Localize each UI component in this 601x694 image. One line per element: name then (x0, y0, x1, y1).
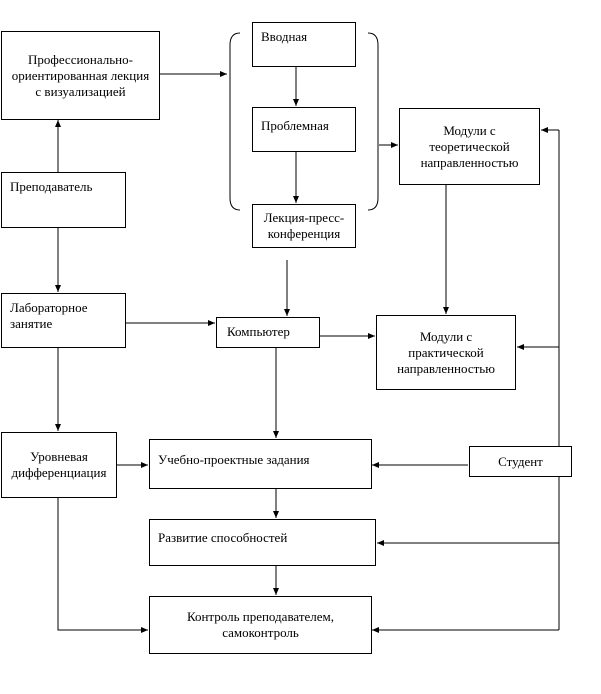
box-modules-theory: Модули с теоретической направленностью (399, 108, 540, 185)
box-lab: Лабораторное занятие (1, 293, 126, 348)
box-problemnaya: Проблемная (252, 107, 356, 152)
teacher-label: Преподаватель (10, 179, 93, 194)
control-label: Контроль преподавателем, самоконтроль (186, 609, 335, 640)
box-teacher: Преподаватель (1, 172, 126, 228)
projects-label: Учебно-проектные задания (158, 452, 310, 467)
student-label: Студент (498, 453, 543, 469)
prof-lecture-label: Профессионально-ориентированная лекция с… (11, 51, 150, 99)
modules-theory-label: Модули с теоретической направленностью (420, 122, 519, 170)
modules-practice-label: Модули с практической направленностью (397, 328, 495, 376)
computer-label: Компьютер (227, 324, 290, 339)
box-prof-lecture: Профессионально-ориентированная лекция с… (1, 31, 160, 120)
abilities-label: Развитие способностей (158, 530, 288, 545)
lab-label: Лабораторное занятие (10, 300, 88, 331)
box-modules-practice: Модули с практической направленностью (376, 315, 516, 390)
vvodnaya-label: Вводная (261, 29, 308, 44)
level-diff-label: Уровневая дифференциация (11, 449, 107, 480)
box-level-diff: Уровневая дифференциация (1, 432, 117, 498)
press-label: Лекция-пресс-конференция (263, 210, 345, 241)
arrow-level-to-control (57, 498, 148, 633)
box-abilities: Развитие способностей (149, 519, 376, 566)
right-bracket (367, 32, 379, 211)
box-vvodnaya: Вводная (252, 22, 356, 67)
box-projects: Учебно-проектные задания (149, 439, 372, 489)
problemnaya-label: Проблемная (261, 118, 329, 133)
box-student: Студент (469, 446, 572, 477)
box-control: Контроль преподавателем, самоконтроль (149, 596, 372, 654)
left-bracket (229, 32, 241, 211)
box-press-conference: Лекция-пресс-конференция (252, 204, 356, 248)
box-computer: Компьютер (216, 317, 320, 348)
